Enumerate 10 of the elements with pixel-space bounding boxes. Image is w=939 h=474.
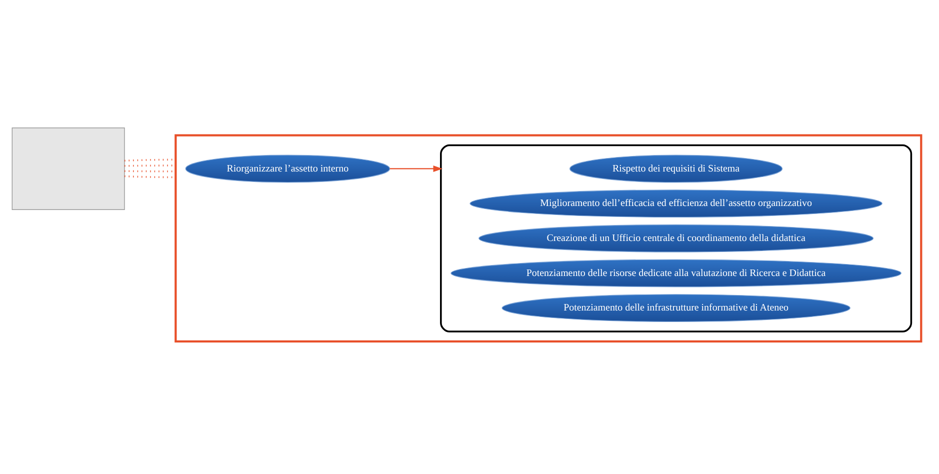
arrow	[390, 164, 442, 172]
node-ellipse: Miglioramento dell’efficacia ed efficienza dell’assetto organizzativo	[470, 189, 882, 218]
cluster	[174, 134, 922, 342]
node-ellipse: Potenziamento delle risorse dedicate alla valutazione di Ricerca e Didattica	[450, 258, 902, 287]
node-ellipse: Riorganizzare l’assetto interno	[185, 154, 390, 182]
node-ellipse: Potenziamento delle infrastrutture informative di Ateneo	[502, 294, 850, 322]
node-ellipse: Rispetto dei requisiti di Sistema	[569, 154, 783, 182]
node-box	[12, 127, 125, 210]
node-ellipse: Creazione di un Ufficio centrale di coordinamento della didattica	[478, 224, 874, 252]
cluster	[440, 144, 912, 332]
